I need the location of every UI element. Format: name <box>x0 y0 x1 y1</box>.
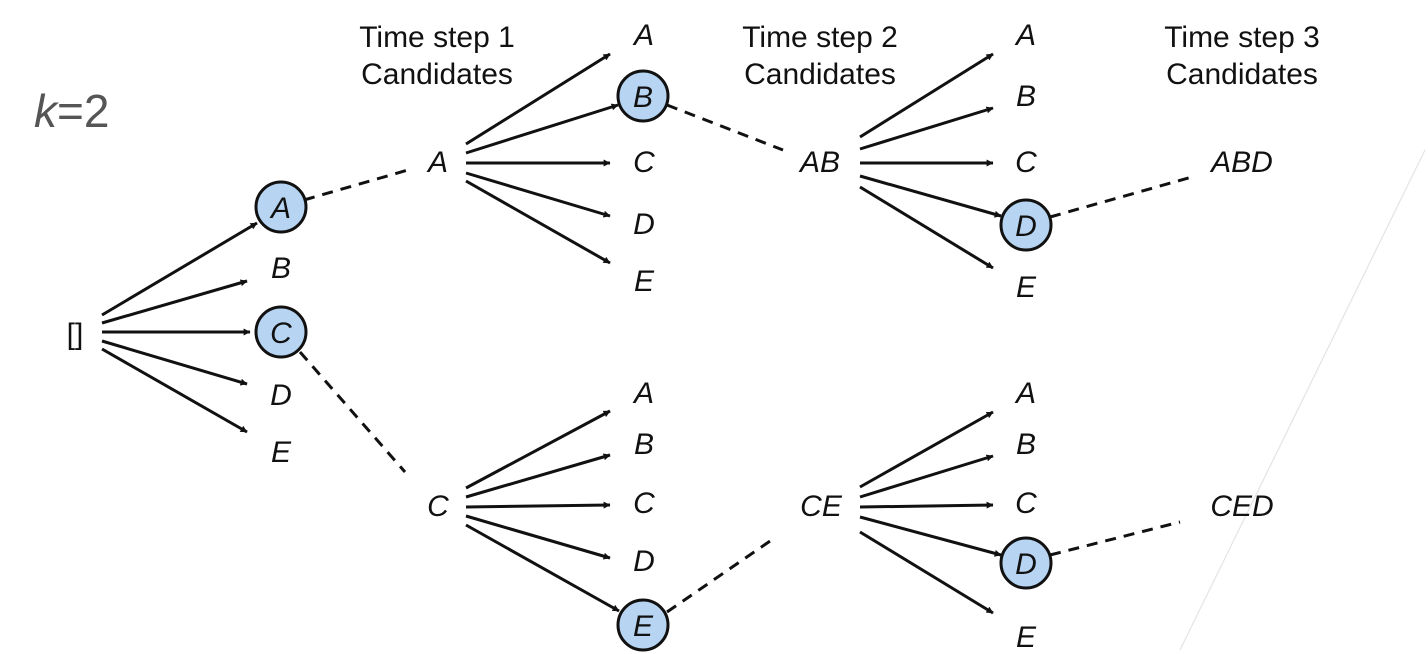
result-sequence: CED <box>1210 490 1273 523</box>
edge-arrow <box>101 221 258 317</box>
upper-step2-arrows <box>465 52 619 265</box>
prefix-node: A <box>426 146 448 179</box>
candidate-label: B <box>633 81 653 114</box>
candidate-label: D <box>633 545 655 578</box>
edge-arrow <box>859 410 994 489</box>
edge-arrow <box>465 514 611 560</box>
candidate-label: A <box>632 377 654 410</box>
header-line: Candidates <box>361 58 513 91</box>
candidate-label: C <box>1015 487 1037 520</box>
candidate-label: B <box>634 428 654 461</box>
candidate-label: A <box>1014 377 1036 410</box>
upper-step3-arrows <box>859 52 1002 270</box>
selected-circle <box>999 536 1053 590</box>
edge-arrow <box>859 174 1002 218</box>
header-line: Candidates <box>1166 58 1318 91</box>
candidate-label: D <box>633 208 655 241</box>
candidate-label: A <box>632 19 654 52</box>
candidate-label: A <box>1014 19 1036 52</box>
edge-arrow <box>465 409 611 490</box>
result-sequence: ABD <box>1209 146 1273 179</box>
candidate-label: B <box>1016 80 1036 113</box>
edge-arrow <box>465 453 611 499</box>
candidate-label: D <box>1015 210 1037 243</box>
edge-arrow <box>465 52 611 146</box>
candidate-label: C <box>1015 146 1037 179</box>
edge-arrow <box>465 501 611 509</box>
selected-circle <box>254 305 308 359</box>
edge-arrow <box>465 171 611 218</box>
candidate-label: E <box>1016 271 1037 304</box>
dashed-link <box>303 168 409 202</box>
edge-arrow <box>859 52 994 139</box>
selected-circle <box>616 598 670 652</box>
header-line: Time step 3 <box>1164 21 1320 54</box>
header-line: Time step 2 <box>742 21 898 54</box>
header-time-step-2: Time step 2 Candidates <box>742 21 898 91</box>
upper-step2-candidates: A B C D E <box>616 19 670 298</box>
dashed-link <box>1049 175 1193 219</box>
edge-arrow <box>859 501 994 509</box>
edge-arrow <box>859 185 994 270</box>
beam-width-label: k=2 <box>34 85 109 137</box>
edge-arrow <box>101 279 248 325</box>
selected-circle <box>254 180 308 234</box>
selected-circle <box>999 198 1053 252</box>
candidate-label: A <box>269 192 291 225</box>
dashed-link <box>1049 520 1181 557</box>
lower-step3-candidates: A B C D E <box>999 377 1053 654</box>
candidate-label: D <box>1015 548 1037 581</box>
dashed-link <box>666 103 784 152</box>
edge-arrow <box>101 339 248 386</box>
step1-candidates: A B C D E <box>254 180 308 469</box>
root-node: [] <box>67 318 84 351</box>
lower-step2-candidates: A B C D E <box>616 377 670 652</box>
candidate-label: E <box>633 610 654 643</box>
edge-arrow <box>465 179 611 265</box>
edge-arrow <box>859 454 994 499</box>
dashed-link <box>666 537 774 614</box>
edge-arrow <box>859 106 994 151</box>
candidate-label: E <box>634 265 655 298</box>
candidate-label: C <box>270 317 292 350</box>
decorative-stroke <box>1179 149 1426 651</box>
edge-arrow <box>859 515 1002 557</box>
candidate-label: B <box>1016 428 1036 461</box>
header-time-step-1: Time step 1 Candidates <box>359 21 515 91</box>
header-line: Candidates <box>744 58 896 91</box>
selected-circle <box>616 69 670 123</box>
header-time-step-3: Time step 3 Candidates <box>1164 21 1320 91</box>
candidate-label: D <box>270 379 292 412</box>
candidate-label: E <box>271 436 292 469</box>
prefix-node: C <box>427 490 449 523</box>
lower-step2-arrows <box>465 409 620 613</box>
root-arrows <box>101 221 258 434</box>
header-line: Time step 1 <box>359 21 515 54</box>
edge-arrow <box>465 523 620 613</box>
prefix-node: AB <box>798 146 840 179</box>
edge-arrow <box>859 530 994 615</box>
candidate-label: E <box>1016 621 1037 654</box>
lower-step3-arrows <box>859 410 1002 615</box>
prefix-node: CE <box>800 490 843 523</box>
dashed-link <box>298 351 407 473</box>
edge-arrow <box>101 347 248 434</box>
candidate-label: C <box>633 146 655 179</box>
candidate-label: C <box>633 487 655 520</box>
upper-step3-candidates: A B C D E <box>999 19 1053 304</box>
edge-arrow <box>465 103 619 155</box>
candidate-label: B <box>271 252 291 285</box>
